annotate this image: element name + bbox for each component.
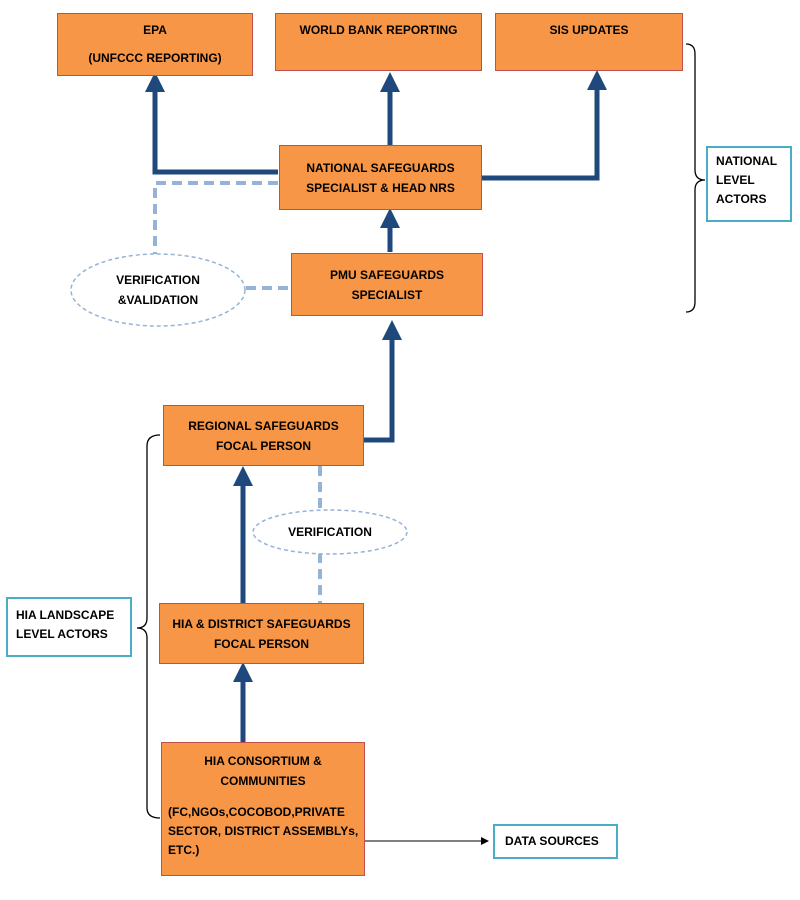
pmu-line-2: SPECIALIST bbox=[351, 287, 423, 302]
landscape-level-brace bbox=[136, 434, 161, 819]
dashed-national-to-verification-oval bbox=[153, 181, 278, 255]
epa-title: EPA bbox=[143, 23, 167, 37]
district-line-1: HIA & DISTRICT SAFEGUARDS bbox=[172, 616, 351, 631]
verification-text: VERIFICATION bbox=[262, 522, 398, 542]
verification-validation-oval bbox=[70, 253, 246, 327]
hia-consortium-box: HIA CONSORTIUM & COMMUNITIES (FC,NGOs,CO… bbox=[161, 742, 365, 876]
consortium-detail-1: (FC,NGOs,COCOBOD,PRIVATE bbox=[168, 805, 345, 819]
data-sources-box: DATA SOURCES bbox=[493, 824, 618, 859]
consortium-detail-3: ETC.) bbox=[168, 843, 200, 857]
regional-line-1: REGIONAL SAFEGUARDS bbox=[188, 418, 339, 433]
epa-subtitle: (UNFCCC REPORTING) bbox=[88, 51, 222, 65]
national-line-1: NATIONAL SAFEGUARDS bbox=[306, 160, 455, 175]
hia-landscape-level-actors-label: HIA LANDSCAPE LEVEL ACTORS bbox=[6, 597, 132, 657]
verification-validation-text: VERIFICATION &VALIDATION bbox=[90, 270, 226, 310]
arrow-national-to-sis bbox=[482, 70, 607, 181]
landscape-level-line-2: LEVEL ACTORS bbox=[16, 627, 108, 641]
consortium-line-1: HIA CONSORTIUM & bbox=[204, 754, 322, 768]
regional-line-2: FOCAL PERSON bbox=[215, 438, 312, 453]
verification-oval bbox=[252, 509, 408, 555]
sis-updates-label: SIS UPDATES bbox=[549, 23, 629, 37]
consortium-detail-2: SECTOR, DISTRICT ASSEMBLYs, bbox=[168, 824, 359, 838]
arrow-national-to-epa bbox=[145, 72, 278, 175]
national-level-line-1: NATIONAL bbox=[716, 154, 778, 168]
landscape-level-line-1: HIA LANDSCAPE bbox=[16, 608, 115, 622]
consortium-line-2: COMMUNITIES bbox=[220, 774, 306, 788]
national-line-2: SPECIALIST & HEAD NRS bbox=[306, 180, 455, 195]
national-level-brace bbox=[685, 43, 706, 313]
epa-box: EPA (UNFCCC REPORTING) bbox=[57, 13, 253, 76]
world-bank-reporting-box: WORLD BANK REPORTING bbox=[275, 13, 482, 71]
consortium-detail: (FC,NGOs,COCOBOD,PRIVATE SECTOR, DISTRIC… bbox=[168, 803, 358, 860]
national-safeguards-box: NATIONAL SAFEGUARDS SPECIALIST & HEAD NR… bbox=[279, 145, 482, 210]
national-level-line-3: ACTORS bbox=[716, 192, 767, 206]
pmu-line-1: PMU SAFEGUARDS bbox=[329, 267, 444, 282]
district-safeguards-box: HIA & DISTRICT SAFEGUARDS FOCAL PERSON bbox=[159, 603, 364, 664]
regional-safeguards-box: REGIONAL SAFEGUARDS FOCAL PERSON bbox=[163, 405, 364, 466]
pmu-safeguards-box: PMU SAFEGUARDS SPECIALIST bbox=[291, 253, 483, 316]
national-level-actors-label: NATIONAL LEVEL ACTORS bbox=[706, 146, 792, 222]
sis-updates-box: SIS UPDATES bbox=[495, 13, 683, 71]
verification-validation-line-1: VERIFICATION bbox=[116, 273, 200, 287]
national-level-line-2: LEVEL bbox=[716, 173, 755, 187]
data-sources-label: DATA SOURCES bbox=[505, 834, 599, 848]
district-line-2: FOCAL PERSON bbox=[213, 636, 310, 651]
verification-line-1: VERIFICATION bbox=[288, 525, 372, 539]
arrow-regional-to-pmu bbox=[364, 320, 402, 443]
verification-validation-line-2: &VALIDATION bbox=[117, 293, 199, 307]
world-bank-label: WORLD BANK REPORTING bbox=[299, 23, 458, 37]
